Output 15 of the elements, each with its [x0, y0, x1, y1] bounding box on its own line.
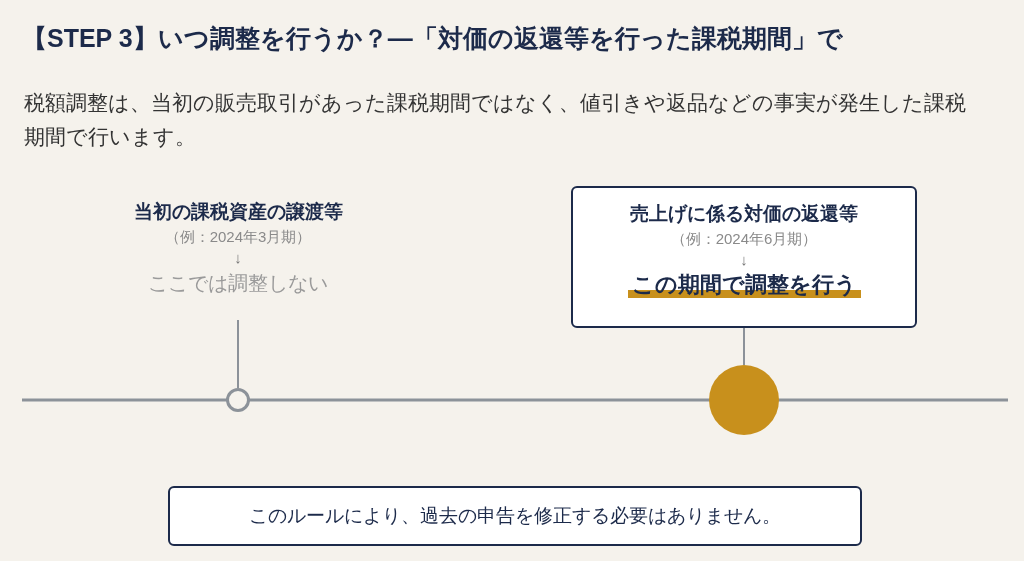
connector-line	[743, 327, 745, 366]
example-text: （例：2024年6月期）	[670, 229, 818, 249]
event-card	[571, 186, 917, 328]
note-box	[168, 486, 862, 546]
result-text: ここでは調整しない	[148, 271, 328, 296]
example-text: （例：2024年3月期）	[164, 227, 312, 247]
description-paragraph: 税額調整は、当初の販売取引があった課税期間ではなく、値引きや返品などの事実が発生した課税期間で行います。	[24, 90, 967, 150]
heading: 当初の課税資産の譲渡等	[133, 200, 343, 224]
title: 【STEP 3】いつ調整を行うか？―「対価の返還等を行った課税期間」で	[22, 23, 843, 54]
heading: 売上げに係る対価の返還等	[630, 202, 858, 226]
down-arrow-text: ↓	[740, 250, 748, 270]
down-arrow-text: ↓	[234, 248, 242, 268]
connector-line	[237, 319, 239, 389]
timeline-marker	[226, 388, 250, 412]
note-text: このルールにより、過去の申告を修正する必要はありません。	[249, 503, 781, 528]
